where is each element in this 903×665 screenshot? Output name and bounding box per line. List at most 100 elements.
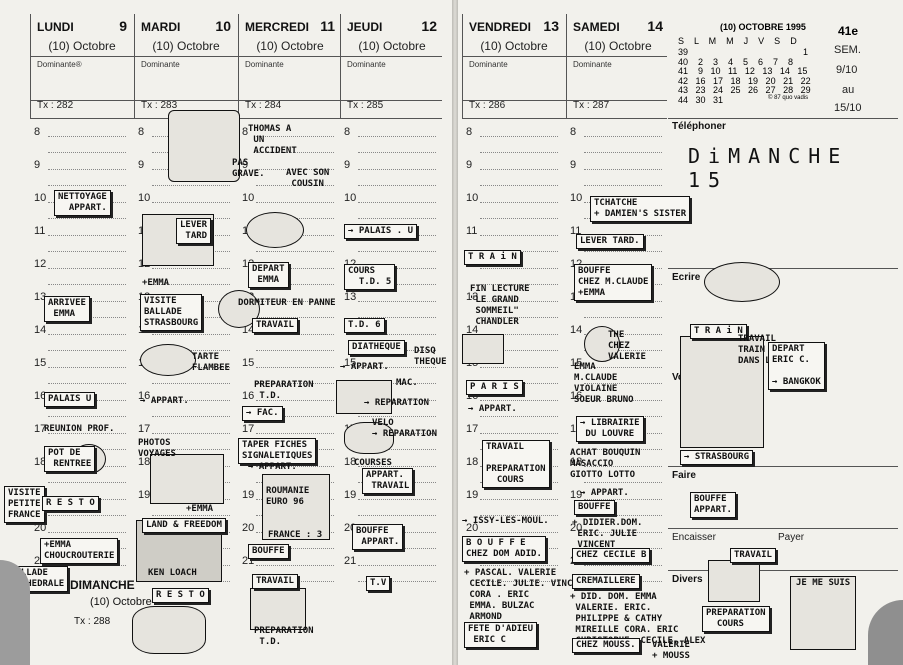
hour-label: 14	[570, 324, 583, 336]
book-sketch	[462, 334, 504, 364]
tea-cup-sketch	[246, 212, 304, 248]
page-curl-left	[0, 560, 30, 665]
hour-rule	[48, 268, 126, 269]
hour-label: 17	[242, 423, 255, 435]
hour-label: 10	[466, 192, 479, 204]
day-name: MERCREDI	[245, 20, 310, 34]
half-hour-rule	[480, 416, 558, 417]
hour-rule	[48, 334, 126, 335]
mini-calendar-header: S L M M J V S D	[678, 36, 797, 46]
half-hour-rule	[256, 152, 334, 153]
hour-rule	[152, 268, 230, 269]
handwritten-note: COURSES	[354, 458, 392, 468]
day-name: SAMEDI	[573, 20, 620, 34]
mac-computer-sketch	[336, 380, 392, 414]
hour-label: 19	[138, 489, 151, 501]
handwritten-note: B O U F F E CHEZ DOM ADID.	[462, 536, 546, 562]
hour-rule	[584, 499, 662, 500]
handwritten-note: → APPART.	[140, 396, 189, 406]
handwritten-note: LEVER TARD	[176, 218, 212, 244]
hour-rule	[256, 202, 334, 203]
hour-rule	[48, 433, 126, 434]
half-hour-rule	[152, 185, 230, 186]
handwritten-note: DISQ THEQUE	[414, 346, 447, 367]
half-hour-rule	[152, 449, 230, 450]
hour-rule	[584, 169, 662, 170]
hour-rule	[358, 136, 436, 137]
hour-rule	[358, 499, 436, 500]
day-name: JEUDI	[347, 20, 383, 34]
half-hour-rule	[48, 185, 126, 186]
handwritten-note: VISITE PETITE FRANCE	[4, 486, 45, 523]
half-hour-rule	[358, 185, 436, 186]
hour-label: 16	[34, 390, 47, 402]
hour-label: 16	[570, 390, 583, 402]
handwritten-note: TRAVAIL	[252, 574, 298, 589]
week-to: 15/10	[834, 102, 862, 114]
handwritten-note: TCHATCHE + DAMIEN'S SISTER	[590, 196, 691, 222]
hour-label: 9	[466, 159, 473, 171]
hour-rule	[48, 136, 126, 137]
header-rule	[30, 56, 442, 57]
day-dominante: Dominante	[573, 60, 612, 69]
section-payer: Payer	[778, 532, 805, 543]
day-name: VENDREDI	[469, 20, 532, 34]
handwritten-note: CHEZ CECILE B	[572, 548, 651, 563]
hour-rule	[358, 334, 436, 335]
hour-label: 15	[242, 357, 255, 369]
teapot-sketch	[584, 326, 620, 362]
hour-label: 13	[34, 291, 47, 303]
hour-rule	[480, 565, 558, 566]
hour-label: 18	[34, 456, 47, 468]
handwritten-note: THOMAS A UN ACCIDENT	[248, 124, 297, 156]
handwritten-note: + DIDIER.DOM. ERIC. JULIE VINCENT	[572, 518, 643, 550]
hour-label: 15	[344, 357, 357, 369]
hour-rule	[256, 268, 334, 269]
handwritten-note: CREMAILLERE	[572, 574, 640, 589]
hour-label: 20	[570, 522, 583, 534]
mini-calendar-row: 41 9 10 11 12 13 14 15	[678, 66, 808, 76]
hour-rule	[480, 532, 558, 533]
hour-label: 9	[344, 159, 351, 171]
hour-label: 16	[242, 390, 255, 402]
handwritten-note: TRAVAIL PREPARATION COURS	[482, 440, 550, 488]
handwritten-note: BOUFFE	[574, 500, 615, 515]
hour-label: 18	[466, 456, 479, 468]
hour-rule	[480, 400, 558, 401]
header-rule	[462, 118, 667, 119]
hour-rule	[48, 169, 126, 170]
handwritten-note: T.V	[366, 576, 391, 591]
handwritten-note: ROUMANIE EURO 96	[266, 486, 310, 507]
handwritten-note: +EMMA	[142, 278, 170, 288]
sidebar-rule	[668, 118, 898, 119]
hour-rule	[480, 136, 558, 137]
hour-rule	[480, 301, 558, 302]
half-hour-rule	[48, 416, 126, 417]
section-faire: Faire	[672, 470, 696, 481]
half-hour-rule	[152, 284, 230, 285]
hour-rule	[256, 433, 334, 434]
hour-rule	[584, 466, 662, 467]
half-hour-rule	[584, 482, 662, 483]
day-number: 12	[421, 18, 437, 34]
hour-rule	[480, 367, 558, 368]
hour-label: 8	[138, 126, 145, 138]
half-hour-rule	[480, 350, 558, 351]
half-hour-rule	[358, 317, 436, 318]
half-hour-rule	[256, 548, 334, 549]
dimanche-tx: Tx : 288	[74, 616, 111, 627]
hour-label: 9	[138, 159, 145, 171]
day-tx: Tx : 285	[347, 100, 384, 111]
hour-rule	[480, 169, 558, 170]
half-hour-rule	[256, 317, 334, 318]
hour-rule	[584, 565, 662, 566]
hour-label: 9	[570, 159, 577, 171]
hour-rule	[480, 334, 558, 335]
half-hour-rule	[584, 185, 662, 186]
header-rule	[462, 100, 667, 101]
handwritten-note: KEN LOACH	[148, 568, 197, 578]
hour-label: 11	[466, 225, 478, 237]
handwritten-note: CHEZ MOUSS.	[572, 638, 640, 653]
handwritten-note: BOUFFE CHEZ M.CLAUDE +EMMA	[574, 264, 653, 301]
